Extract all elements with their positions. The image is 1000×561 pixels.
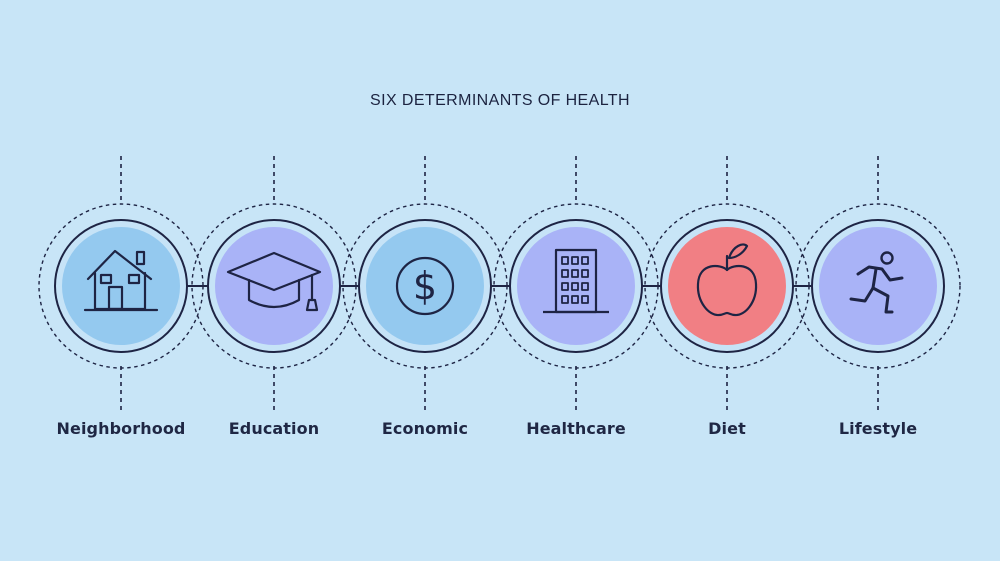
determinant-node-lifestyle — [795, 203, 961, 369]
svg-text:$: $ — [413, 264, 437, 308]
runner-icon — [849, 251, 904, 314]
dashed-outer-ring — [191, 203, 357, 369]
determinant-node-education — [191, 203, 357, 369]
determinant-nodes: $ — [38, 203, 961, 369]
apple-icon — [696, 243, 758, 317]
node-disc — [819, 227, 937, 345]
determinant-label: Neighborhood — [56, 419, 186, 438]
determinant-node-economic: $ — [342, 203, 508, 369]
hospital-building-icon — [543, 248, 609, 314]
determinant-node-diet — [644, 203, 810, 369]
dashed-outer-ring — [644, 203, 810, 369]
determinant-label: Economic — [381, 419, 469, 438]
node-disc — [668, 227, 786, 345]
dollar-icon: $ — [395, 256, 455, 316]
determinant-label: Diet — [708, 419, 746, 438]
determinant-label: Healthcare — [526, 419, 626, 438]
determinant-label: Lifestyle — [838, 419, 918, 438]
dashed-outer-ring — [342, 203, 508, 369]
node-disc — [366, 227, 484, 345]
node-disc — [517, 227, 635, 345]
dashed-outer-ring — [38, 203, 204, 369]
determinant-label: Education — [228, 419, 320, 438]
node-disc — [215, 227, 333, 345]
dashed-outer-ring — [795, 203, 961, 369]
determinant-node-healthcare — [493, 203, 659, 369]
determinant-node-neighborhood — [38, 203, 204, 369]
graduation-cap-icon — [226, 251, 322, 312]
house-icon — [83, 249, 159, 312]
dashed-outer-ring — [493, 203, 659, 369]
diagram-title: SIX DETERMINANTS OF HEALTH — [370, 92, 630, 109]
